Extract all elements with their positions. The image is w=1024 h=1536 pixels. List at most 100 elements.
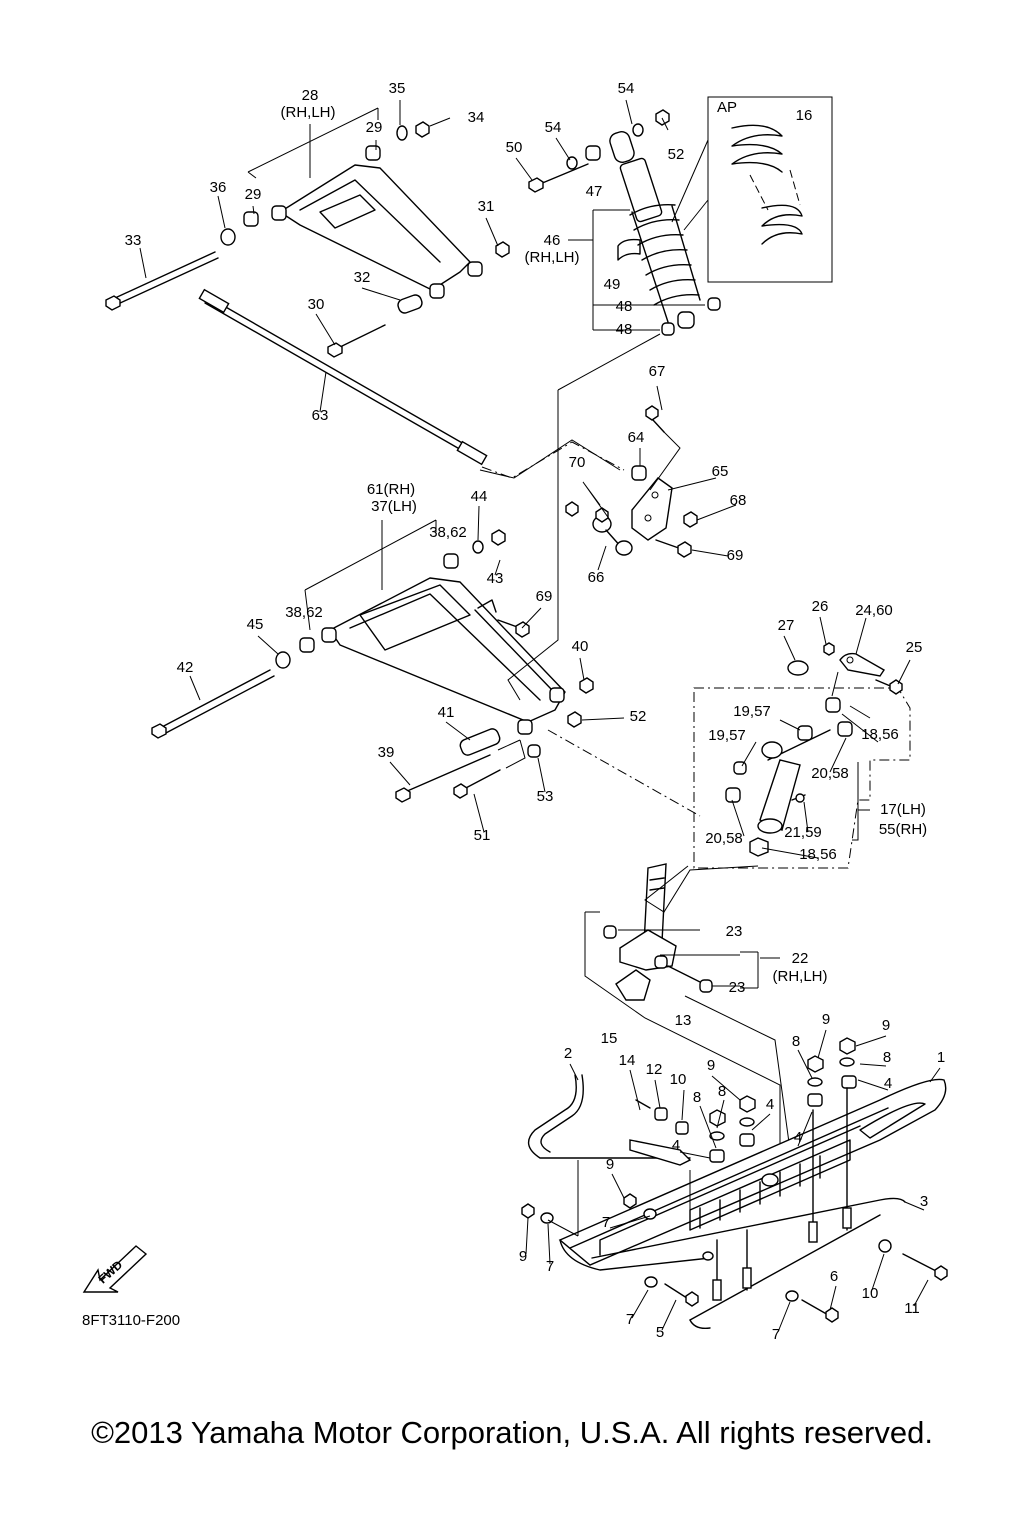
shock-callout-bracket: [568, 209, 705, 331]
part-callout-label: 7: [602, 1214, 610, 1231]
part-callout-label: 3: [920, 1193, 928, 1210]
part-callout-label: 40: [572, 638, 589, 655]
part-callout-label: 23: [726, 923, 743, 940]
part-callout-label: 69: [536, 588, 553, 605]
spring-inset-box: [671, 96, 833, 283]
part-callout-label: 61(RH): [367, 481, 415, 498]
wear-bar: [591, 1197, 906, 1330]
part-callout-label: 47: [586, 183, 603, 200]
part-callout-label: 52: [668, 146, 685, 163]
part-callout-label: 52: [630, 708, 647, 725]
part-callout-label: 27: [778, 617, 795, 634]
part-callout-label: 7: [772, 1326, 780, 1343]
part-callout-label: 18,56: [861, 726, 899, 743]
part-callout-label: 19,57: [708, 727, 746, 744]
part-callout-label: 24,60: [855, 602, 893, 619]
part-callout-label: 55(RH): [879, 821, 927, 838]
upper-a-arm: [271, 164, 483, 299]
part-callout-label: 9: [707, 1057, 715, 1074]
stabilizer-rod: [198, 288, 488, 466]
part-callout-label: 4: [766, 1096, 774, 1113]
part-callout-label: 1: [937, 1049, 945, 1066]
part-callout-label: 31: [478, 198, 495, 215]
part-callout-label: 70: [569, 454, 586, 471]
part-callout-label: 7: [626, 1311, 634, 1328]
part-callout-label: 15: [601, 1030, 618, 1047]
part-callout-label: 65: [712, 463, 729, 480]
part-callout-label: 8: [792, 1033, 800, 1050]
part-callout-label: 21,59: [784, 824, 822, 841]
ski-handle: [527, 1074, 692, 1166]
part-callout-label: 54: [545, 119, 562, 136]
part-callout-label: 49: [604, 276, 621, 293]
lower-arm-hardware: [151, 529, 594, 803]
copyright-notice: ©2013 Yamaha Motor Corporation, U.S.A. A…: [91, 1415, 933, 1450]
part-callout-label: 66: [588, 569, 605, 586]
part-callout-label: 32: [354, 269, 371, 286]
part-callout-label: 29: [245, 186, 262, 203]
ski-column: [584, 863, 791, 1151]
ski-hardware: [521, 1037, 948, 1323]
part-callout-label: 37(LH): [371, 498, 417, 515]
stabilizer-bracket: [631, 405, 698, 558]
part-callout-label: 9: [882, 1017, 890, 1034]
shock-absorber: [528, 109, 721, 336]
part-callout-label: 26: [812, 598, 829, 615]
part-callout-label: 11: [904, 1300, 920, 1317]
part-callout-label: 63: [312, 407, 329, 424]
part-callout-label: 42: [177, 659, 194, 676]
part-callout-label: 10: [670, 1071, 687, 1088]
part-callout-label: 9: [822, 1011, 830, 1028]
part-callout-label: 18,56: [799, 846, 837, 863]
part-callout-label: 48: [616, 298, 633, 315]
part-callout-label: 67: [649, 363, 666, 380]
part-callout-label: 68: [730, 492, 747, 509]
part-callout-label: 8: [693, 1089, 701, 1106]
part-callout-label: 7: [546, 1258, 554, 1275]
leader-lines: [139, 99, 941, 1333]
part-callout-label: 45: [247, 616, 264, 633]
part-callout-label: 20,58: [705, 830, 743, 847]
part-callout-label: 8: [718, 1083, 726, 1100]
part-callout-label: 20,58: [811, 765, 849, 782]
fwd-arrow-icon: FWD: [82, 1245, 148, 1293]
part-callout-label: 10: [862, 1285, 879, 1302]
part-callout-label: 4: [794, 1129, 802, 1146]
part-callout-label: 43: [487, 570, 504, 587]
part-callout-label: 28: [302, 87, 319, 104]
spindle-group: [693, 642, 911, 869]
part-callout-label: 33: [125, 232, 142, 249]
part-callout-label: 50: [506, 139, 523, 156]
part-callout-label: 2: [564, 1045, 572, 1062]
part-callout-label: 38,62: [429, 524, 467, 541]
part-callout-label: 23: [729, 979, 746, 996]
stabilizer-link: [565, 481, 633, 556]
part-callout-label: 22: [792, 950, 809, 967]
part-callout-label: 35: [389, 80, 406, 97]
part-callout-label: AP: [717, 99, 737, 116]
part-callout-label: (RH,LH): [773, 968, 828, 985]
part-callout-label: 13: [675, 1012, 692, 1029]
part-callout-label: 12: [646, 1061, 663, 1078]
part-callout-label: 8: [883, 1049, 891, 1066]
upper-arm-hardware: [105, 121, 510, 358]
part-callout-label: 38,62: [285, 604, 323, 621]
part-callout-label: 4: [672, 1137, 680, 1154]
part-callout-label: 29: [366, 119, 383, 136]
part-callout-label: 25: [906, 639, 923, 656]
part-callout-label: 4: [884, 1075, 892, 1092]
part-callout-label: 17(LH): [880, 801, 926, 818]
part-callout-label: 36: [210, 179, 227, 196]
part-callout-label: 6: [830, 1268, 838, 1285]
ski: [558, 1078, 947, 1271]
part-callout-label: 41: [438, 704, 455, 721]
part-callout-label: 34: [468, 109, 485, 126]
part-callout-label: 19,57: [733, 703, 771, 720]
part-callout-label: (RH,LH): [281, 104, 336, 121]
part-callout-label: 5: [656, 1324, 664, 1341]
part-callout-label: 44: [471, 488, 488, 505]
part-callout-label: 48: [616, 321, 633, 338]
part-callout-label: 9: [606, 1156, 614, 1173]
